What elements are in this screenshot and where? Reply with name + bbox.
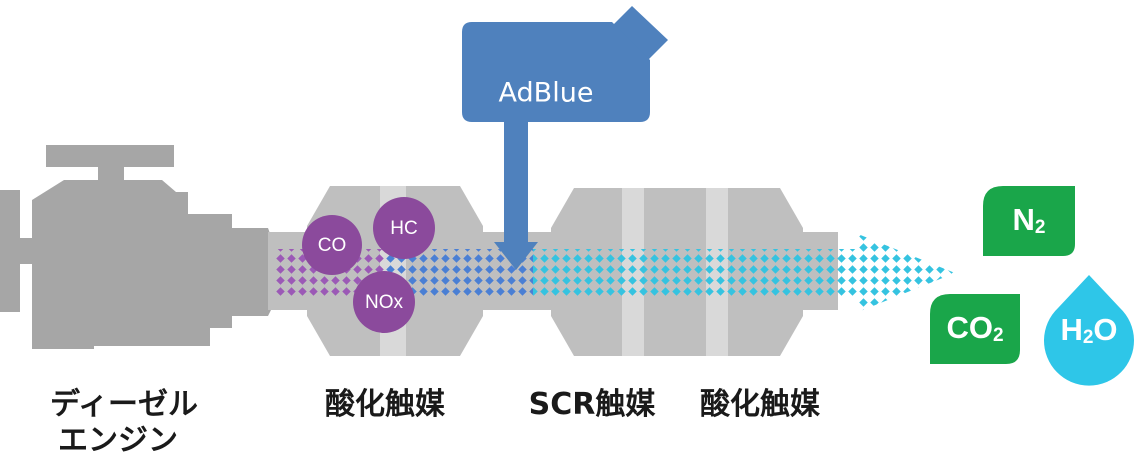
product-co2-label: CO2 <box>946 310 1003 346</box>
product-h2o-label: H2O <box>1060 312 1117 348</box>
adblue-injection-arrow-icon <box>494 120 538 270</box>
product-co2-badge: CO2 <box>930 294 1020 364</box>
engine-label-line2: エンジン <box>58 423 178 458</box>
pollutant-nox-label: NOx <box>365 292 404 313</box>
product-n2-label: N2 <box>1013 202 1046 238</box>
engine-label-line1: ディーゼル <box>50 387 198 422</box>
product-h2o-droplet: H2O <box>1044 275 1134 386</box>
diesel-engine-icon <box>0 145 276 349</box>
pollutant-hc: HC <box>373 197 435 259</box>
adblue-tank: AdBlue <box>462 6 668 122</box>
scr-catalyst-label: SCR触媒 <box>529 387 657 422</box>
oxidation-catalyst-1-label: 酸化触媒 <box>325 387 446 422</box>
product-n2-badge: N2 <box>983 186 1075 256</box>
pollutant-co-label: CO <box>318 235 347 256</box>
adblue-label: AdBlue <box>499 78 594 109</box>
oxidation-catalyst-2-label: 酸化触媒 <box>700 387 821 422</box>
pollutant-nox: NOx <box>353 271 415 333</box>
pollutant-co: CO <box>302 215 362 275</box>
pollutant-hc-label: HC <box>390 218 417 239</box>
